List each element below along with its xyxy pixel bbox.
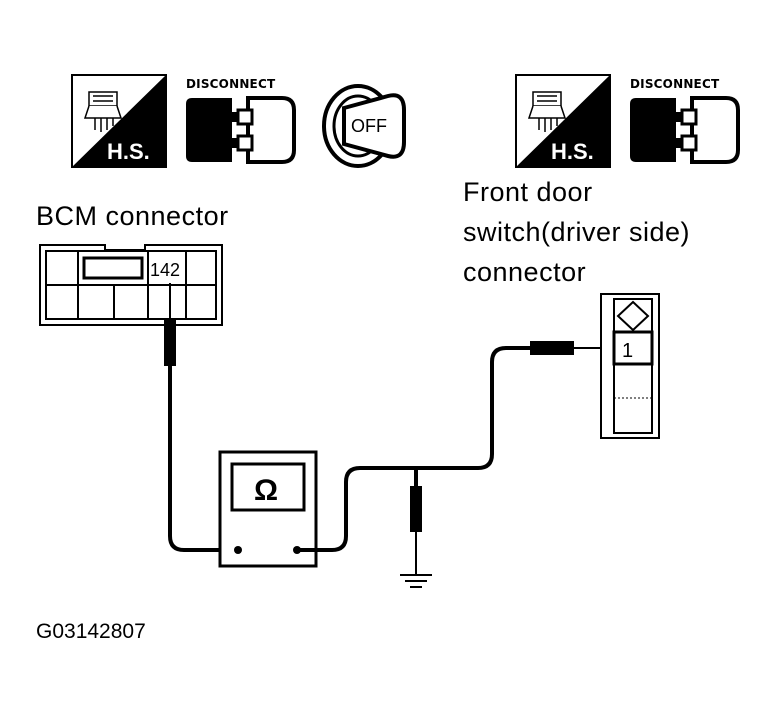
harness-side-icon: H.S. xyxy=(515,74,611,168)
ignition-key-off-icon: OFF xyxy=(322,84,406,168)
door-switch-title-line-1: Front door xyxy=(463,177,593,207)
figure-code: G03142807 xyxy=(36,620,146,643)
ground-probe xyxy=(410,468,422,574)
disconnect-connector-icon xyxy=(186,96,296,164)
bcm-connector-title: BCM connector xyxy=(36,201,229,231)
key-off-label: OFF xyxy=(351,116,387,136)
bcm-connector xyxy=(39,244,223,326)
disconnect-label: DISCONNECT xyxy=(186,77,276,91)
hs-label: H.S. xyxy=(107,139,150,164)
door-switch-connector xyxy=(600,293,660,439)
door-switch-title-line-3: connector xyxy=(463,257,587,287)
ohmmeter xyxy=(218,450,318,568)
hs-label: H.S. xyxy=(551,139,594,164)
harness-side-icon: H.S. xyxy=(71,74,167,168)
ohm-symbol: Ω xyxy=(254,474,278,507)
door-switch-terminal-label: 1 xyxy=(622,340,633,362)
disconnect-connector-icon xyxy=(630,96,740,164)
bcm-probe xyxy=(164,283,238,552)
ground-symbol xyxy=(400,574,432,588)
bcm-terminal-label: 142 xyxy=(150,260,180,280)
disconnect-label: DISCONNECT xyxy=(630,77,720,91)
door-switch-lead xyxy=(297,341,618,552)
door-switch-title-line-2: switch(driver side) xyxy=(463,217,691,247)
